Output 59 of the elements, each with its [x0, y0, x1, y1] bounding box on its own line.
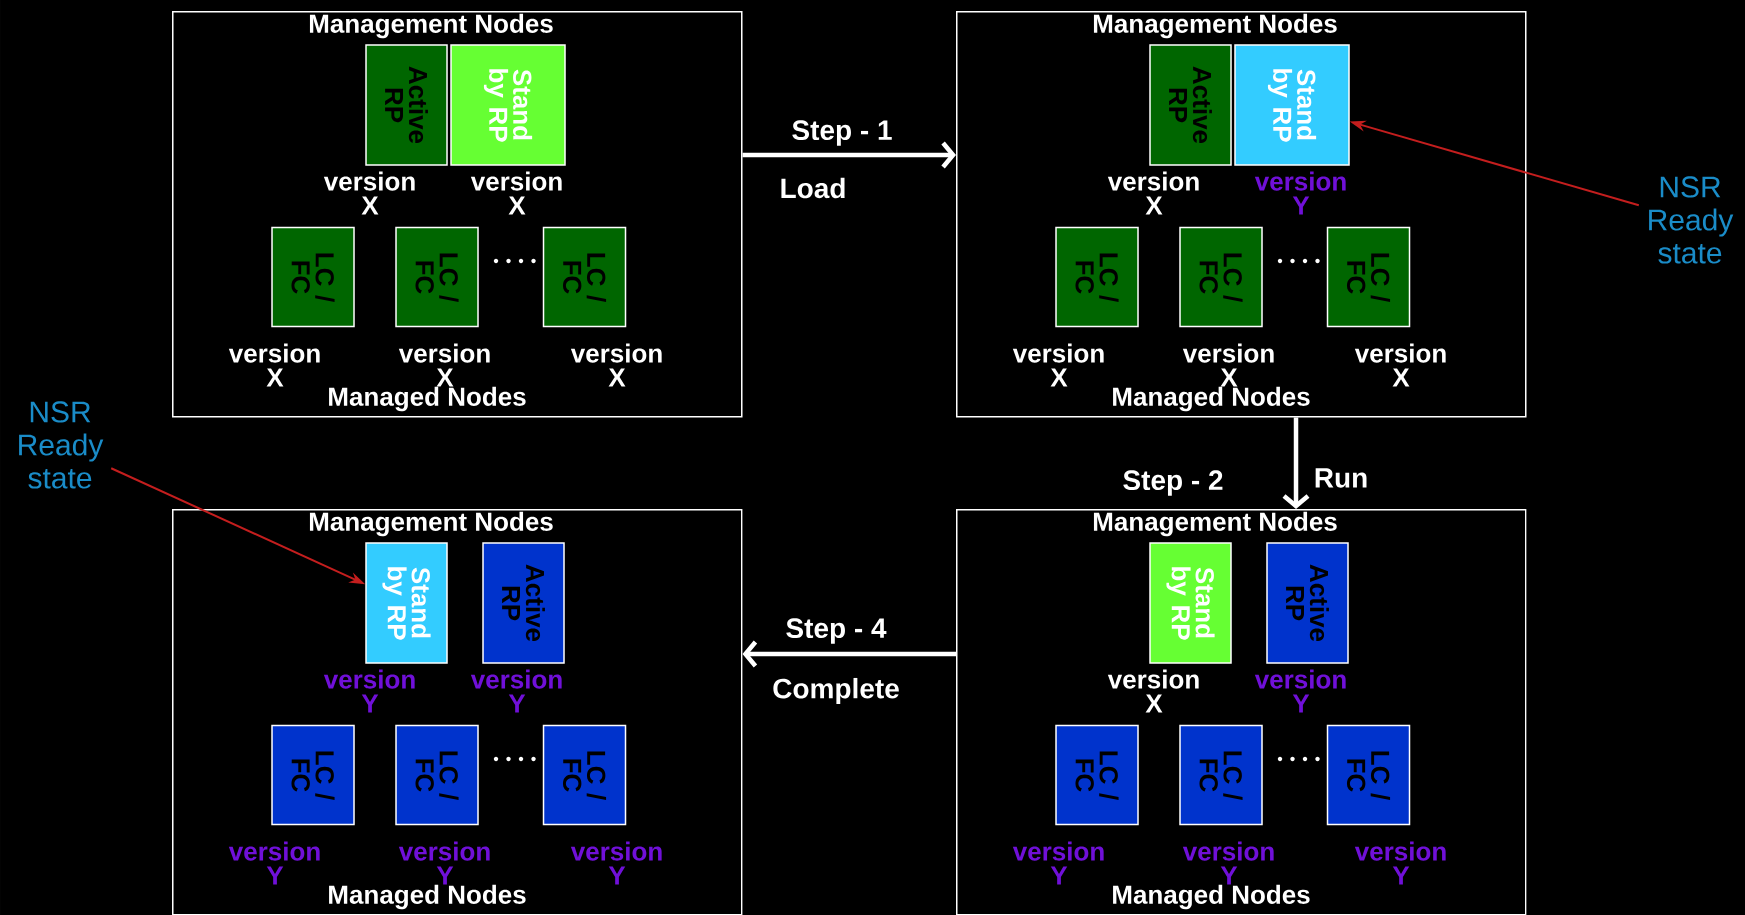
edge-label: Step - 2 [1121, 469, 1225, 497]
module-box: Active RP [482, 542, 565, 664]
panel-title: Management Nodes [309, 511, 553, 537]
panel-title: Management Nodes [309, 13, 553, 39]
panel-title: Managed Nodes [1113, 386, 1310, 412]
version-label: version X [1107, 669, 1199, 713]
version-label: version X [1182, 343, 1274, 387]
module-box: LC / FC [542, 226, 627, 328]
edge-caption: Complete [773, 677, 899, 705]
version-label: version Y [1012, 841, 1104, 885]
module-box: Active RP [1149, 44, 1232, 166]
module-box: LC / FC [1055, 226, 1139, 328]
module-box: Stand by RP [365, 542, 448, 664]
version-label: version Y [1354, 841, 1446, 885]
edge-caption: Run [1315, 468, 1367, 488]
module-box: Active RP [365, 44, 448, 166]
module-box: LC / FC [1326, 226, 1411, 328]
callout-text: NSR Ready state [19, 401, 104, 489]
module-box: LC / FC [1055, 724, 1139, 826]
module-box: LC / FC [271, 226, 355, 328]
version-label: version Y [228, 841, 320, 885]
panel-title: Managed Nodes [1113, 884, 1310, 910]
panel-title: Management Nodes [1093, 511, 1337, 537]
module-box: Stand by RP [1149, 542, 1232, 664]
edge-label: Step - 4 [784, 617, 888, 645]
version-label: version X [323, 171, 415, 215]
version-label: version Y [1254, 669, 1346, 713]
step-arrow [742, 640, 956, 668]
panel-title: Management Nodes [1093, 13, 1337, 39]
module-box: LC / FC [395, 226, 479, 328]
version-label: version Y [1182, 841, 1274, 885]
version-label: version X [470, 171, 562, 215]
version-label: version X [570, 343, 662, 387]
module-box: LC / FC [271, 724, 355, 826]
version-label: version X [1107, 171, 1199, 215]
step-arrow [742, 141, 956, 169]
version-label: version X [228, 343, 320, 387]
module-box: LC / FC [1179, 226, 1263, 328]
module-box: Stand by RP [1234, 44, 1350, 166]
panel-title: Managed Nodes [329, 884, 526, 910]
version-label: version X [1354, 343, 1446, 387]
edge-caption: Load [781, 177, 845, 199]
version-label: version X [398, 343, 490, 387]
module-box: LC / FC [1326, 724, 1411, 826]
module-box: LC / FC [542, 724, 627, 826]
module-box: Stand by RP [450, 44, 566, 166]
version-label: version Y [398, 841, 490, 885]
step-arrow [1282, 417, 1310, 509]
version-label: version X [1012, 343, 1104, 387]
callout-text: NSR Ready state [1649, 176, 1734, 264]
module-box: LC / FC [1179, 724, 1263, 826]
version-label: version Y [570, 841, 662, 885]
module-box: LC / FC [395, 724, 479, 826]
module-box: Active RP [1266, 542, 1349, 664]
version-label: version Y [323, 669, 415, 713]
panel-title: Managed Nodes [329, 386, 526, 412]
version-label: version Y [470, 669, 562, 713]
version-label: version Y [1254, 171, 1346, 215]
edge-label: Step - 1 [790, 119, 894, 147]
